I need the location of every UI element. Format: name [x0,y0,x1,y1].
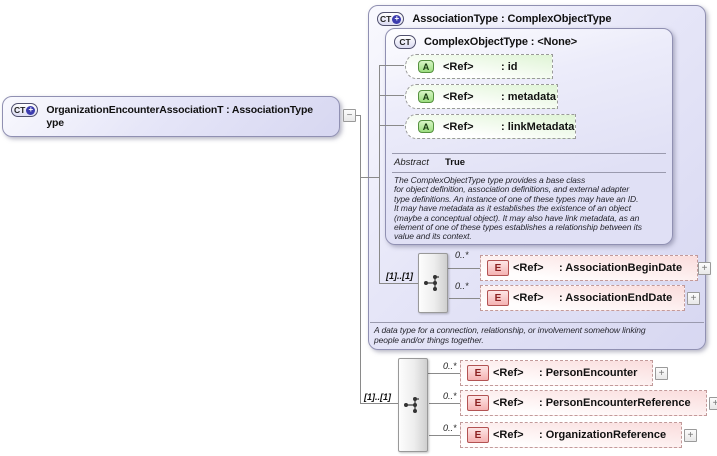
connector-line [380,125,404,126]
association-type-title: AssociationType : ComplexObjectType [412,13,612,25]
complex-type-icon: CT [394,35,416,49]
expand-toggle[interactable]: + [687,292,700,305]
occurs-label: 0..* [443,391,457,401]
collapse-toggle[interactable]: − [343,109,356,122]
element-icon: E [467,365,489,381]
element-name-label: : AssociationEndDate [559,292,673,304]
plus-icon: + [712,397,717,409]
complex-type-icon: CT+ [377,12,405,26]
plus-icon: + [658,367,665,379]
expand-toggle[interactable]: + [655,367,668,380]
complex-type-icon: CT+ [11,103,39,117]
sequence-icon [404,397,419,413]
attribute-ref-label: <Ref> [443,90,474,103]
attribute-icon: A [418,60,434,73]
sequence-group[interactable] [418,253,448,313]
complex-type-icon-label: CT [380,13,392,24]
element-name-label: : OrganizationReference [539,429,667,441]
connector-line [360,115,361,404]
divider [392,172,666,173]
attribute-name-label: : linkMetadata [501,120,575,133]
abstract-facet-value: True [445,157,466,168]
occurs-label: 0..* [443,361,457,371]
attribute-icon: A [418,120,434,133]
complex-object-type-title: ComplexObjectType : <None> [424,36,578,48]
attribute-row-metadata[interactable]: A <Ref> : metadata [405,84,558,109]
plus-icon: + [690,292,697,304]
element-row-person-encounter[interactable]: E <Ref> : PersonEncounter [460,360,653,386]
connector-line [361,403,398,404]
root-type-title: OrganizationEncounterAssociationT : Asso… [46,104,313,129]
expand-toggle[interactable]: + [698,262,711,275]
element-icon: E [487,290,509,306]
divider [370,322,704,323]
attribute-row-id[interactable]: A <Ref> : id [405,54,553,79]
attribute-ref-label: <Ref> [443,120,474,133]
element-row-organization-reference[interactable]: E <Ref> : OrganizationReference [460,422,682,448]
expand-toggle[interactable]: + [709,397,717,410]
sequence-cardinality: [1]..[1] [364,392,391,402]
element-row-person-encounter-reference[interactable]: E <Ref> : PersonEncounterReference [460,390,707,416]
complex-object-type-node[interactable]: CT ComplexObjectType : <None> A <Ref> : … [385,28,673,245]
element-ref-label: <Ref> [513,262,544,274]
plus-icon: + [687,429,694,441]
element-icon: E [467,395,489,411]
connector-line [428,373,460,374]
element-icon: E [487,260,509,276]
complex-type-icon-label: CT [399,36,411,47]
connector-line [380,283,418,284]
attribute-row-link-metadata[interactable]: A <Ref> : linkMetadata [405,114,576,139]
minus-icon: − [346,109,353,121]
derived-plus-icon: + [26,105,36,115]
sequence-group[interactable] [398,358,428,452]
complex-type-icon-label: CT [14,104,26,115]
occurs-label: 0..* [455,250,469,260]
connector-line [380,95,404,96]
element-name-label: : AssociationBeginDate [559,262,683,274]
element-ref-label: <Ref> [493,397,524,409]
sequence-icon [424,275,439,291]
connector-line [380,65,404,66]
connector-line [379,65,380,284]
attribute-name-label: : id [501,60,518,73]
element-name-label: : PersonEncounterReference [539,397,691,409]
element-name-label: : PersonEncounter [539,367,638,379]
connector-line [448,268,480,269]
connector-line [356,115,361,116]
sequence-cardinality: [1]..[1] [386,271,413,281]
expand-toggle[interactable]: + [684,429,697,442]
element-icon: E [467,427,489,443]
attribute-name-label: : metadata [501,90,557,103]
complex-object-type-documentation: The ComplexObjectType type provides a ba… [394,175,642,242]
element-ref-label: <Ref> [513,292,544,304]
association-type-documentation: A data type for a connection, relationsh… [374,325,646,345]
connector-line [449,298,480,299]
abstract-facet-label: Abstract [394,157,429,168]
root-type-node[interactable]: CT+ OrganizationEncounterAssociationT : … [2,96,340,137]
element-row-association-end-date[interactable]: E <Ref> : AssociationEndDate [480,285,685,311]
divider [392,153,666,154]
attribute-ref-label: <Ref> [443,60,474,73]
connector-line [429,435,460,436]
derived-plus-icon: + [392,14,402,24]
plus-icon: + [701,262,708,274]
connector-line [429,403,460,404]
element-ref-label: <Ref> [493,429,524,441]
attribute-icon: A [418,90,434,103]
element-row-association-begin-date[interactable]: E <Ref> : AssociationBeginDate [480,255,698,281]
element-ref-label: <Ref> [493,367,524,379]
connector-line [361,177,379,178]
occurs-label: 0..* [443,423,457,433]
occurs-label: 0..* [455,281,469,291]
